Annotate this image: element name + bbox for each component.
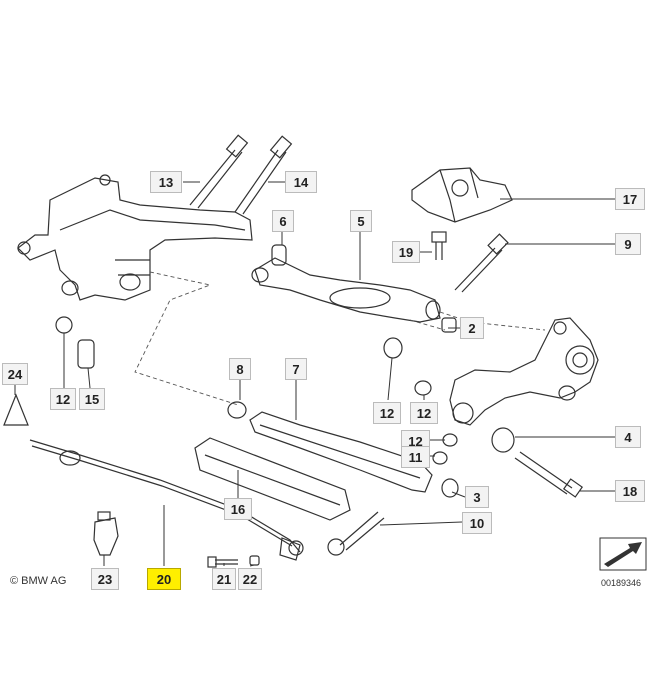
callout-5[interactable]: 5	[350, 210, 372, 232]
callout-13[interactable]: 13	[150, 171, 182, 193]
callout-21[interactable]: 21	[212, 568, 236, 590]
callout-17[interactable]: 17	[615, 188, 645, 210]
copyright-text: © BMW AG	[10, 575, 67, 587]
diagram-id: 00189346	[601, 578, 642, 588]
callout-18[interactable]: 18	[615, 480, 645, 502]
sensor-23	[93, 517, 119, 556]
callout-16[interactable]: 16	[224, 498, 252, 520]
callout-4[interactable]: 4	[615, 426, 641, 448]
callout-7[interactable]: 7	[285, 358, 307, 380]
callout-20-highlighted[interactable]: 20	[147, 568, 181, 590]
mount-17	[411, 167, 513, 223]
callout-12-middle[interactable]: 12	[373, 402, 401, 424]
callout-12-left[interactable]: 12	[50, 388, 76, 410]
callout-12-right[interactable]: 12	[410, 402, 438, 424]
warning-triangle-24	[3, 393, 29, 426]
callout-2[interactable]: 2	[460, 317, 484, 339]
section-arrow-icon	[599, 537, 647, 571]
control-arm-5	[254, 257, 441, 323]
callout-11[interactable]: 11	[401, 446, 430, 468]
heat-shield-16	[194, 437, 351, 521]
callout-19[interactable]: 19	[392, 241, 420, 263]
callout-9[interactable]: 9	[615, 233, 641, 255]
rear-axle-carrier	[17, 177, 253, 301]
callout-15[interactable]: 15	[79, 388, 105, 410]
callout-8[interactable]: 8	[229, 358, 251, 380]
callout-22[interactable]: 22	[238, 568, 262, 590]
callout-3[interactable]: 3	[465, 486, 489, 508]
wheel-carrier	[449, 317, 599, 426]
callout-6[interactable]: 6	[272, 210, 294, 232]
callout-14[interactable]: 14	[285, 171, 317, 193]
callout-10[interactable]: 10	[462, 512, 492, 534]
callout-23[interactable]: 23	[91, 568, 119, 590]
callout-24[interactable]: 24	[2, 363, 28, 385]
link-7	[249, 411, 433, 493]
